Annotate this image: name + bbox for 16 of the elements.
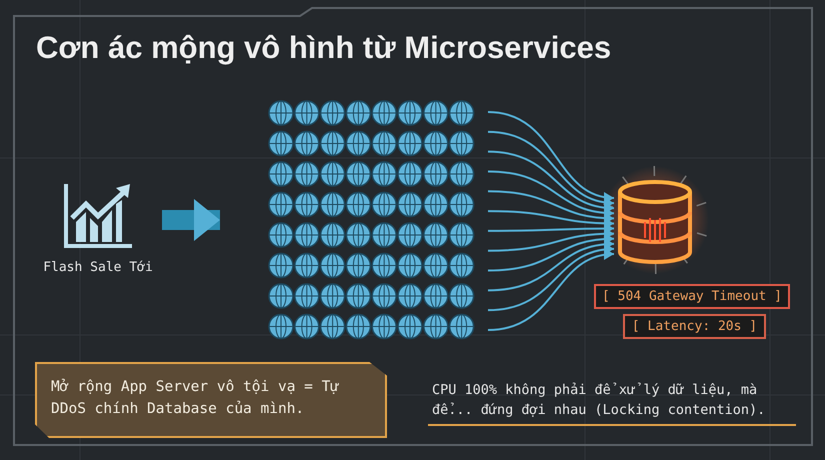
arrow [488, 130, 614, 208]
block-arrow [162, 199, 220, 241]
callout-box: Mở rộng App Server vô tội vạ = Tự DDoS chính Database của mình. [35, 362, 387, 438]
arrow [488, 249, 614, 331]
arrow [488, 190, 614, 224]
status-label: [ Latency: 20s ] [623, 314, 766, 339]
status-label: [ 504 Gateway Timeout ] [594, 284, 790, 309]
arrow [488, 233, 614, 272]
arrow [488, 150, 614, 214]
arrow [488, 244, 614, 312]
icon-caption: Flash Sale Tới [42, 260, 154, 275]
arrow [488, 111, 614, 203]
note-text: CPU 100% không phải để xử lý dữ liệu, mà để... đứng đợi nhau (Locking contention). [432, 381, 766, 420]
title: Cơn ác mộng vô hình từ Microservices [36, 30, 612, 66]
arrow [488, 238, 614, 292]
arrow [488, 170, 614, 219]
